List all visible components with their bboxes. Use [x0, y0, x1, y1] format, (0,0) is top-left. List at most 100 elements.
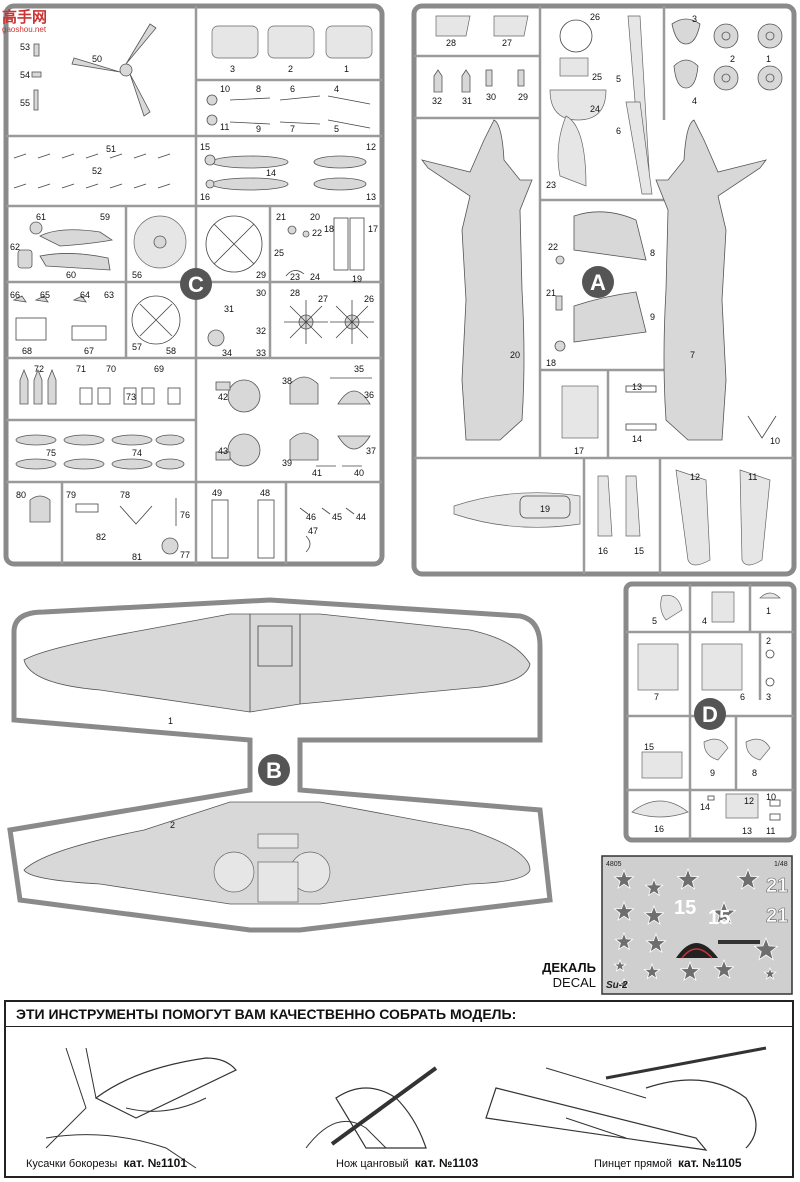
d-num: 10 [766, 792, 776, 802]
c-num: 45 [332, 512, 342, 522]
c-num: 5 [334, 124, 339, 134]
c-num: 2 [288, 64, 293, 74]
c-num: 62 [10, 242, 20, 252]
c-num: 67 [84, 346, 94, 356]
decal-star [613, 868, 635, 890]
tool-catalog: кат. №1103 [414, 1156, 479, 1170]
a-num: 23 [546, 180, 556, 190]
c-num: 68 [22, 346, 32, 356]
d-num: 16 [654, 824, 664, 834]
a-num: 4 [692, 96, 697, 106]
c-num: 17 [368, 224, 378, 234]
c-num: 6 [290, 84, 295, 94]
side-cutters-illustration [45, 1047, 237, 1169]
c-num: 23 [290, 272, 300, 282]
c-num: 56 [132, 270, 142, 280]
a-num: 30 [486, 92, 496, 102]
decal-star [736, 867, 760, 890]
small-parts-69-73 [19, 368, 181, 405]
decal-number: 15 [708, 907, 730, 929]
craft-knife-illustration [305, 1066, 438, 1149]
c-num: 58 [166, 346, 176, 356]
c-num: 79 [66, 490, 76, 500]
tool-item-3: Пинцет прямой кат. №1105 [594, 1156, 742, 1170]
c-num: 40 [354, 468, 364, 478]
sprue-letter-b: B [258, 754, 290, 786]
svg-text:C: C [188, 272, 204, 297]
d-num: 6 [740, 692, 745, 702]
a-num: 17 [574, 446, 584, 456]
decal-number: 15 [674, 897, 696, 919]
decal-scale: 1/48 [774, 861, 788, 868]
a-num: 31 [462, 96, 472, 106]
c-num: 1 [344, 64, 349, 74]
decal-sheet: 4805 1/48 21 21 15 15 Su-2 [601, 855, 793, 995]
c-num: 3 [230, 64, 235, 74]
c-num: 53 [20, 42, 30, 52]
a-num: 20 [510, 350, 520, 360]
c-num: 30 [256, 288, 266, 298]
tool-catalog: кат. №1105 [678, 1156, 742, 1170]
decal-star [753, 936, 779, 961]
d-num: 7 [654, 692, 659, 702]
c-num: 49 [212, 488, 222, 498]
decal-label-en: DECAL [552, 975, 596, 990]
c-num: 73 [126, 392, 136, 402]
a-num: 29 [518, 92, 528, 102]
a-num: 18 [546, 358, 556, 368]
c-num: 28 [290, 288, 300, 298]
svg-text:D: D [702, 702, 718, 727]
tools-illustrations [45, 1046, 767, 1169]
c-num: 44 [356, 512, 366, 522]
sprue-a [411, 3, 797, 577]
watermark-text: 高手网 [2, 8, 48, 26]
c-num: 78 [120, 490, 130, 500]
decal-star [679, 960, 701, 982]
c-num: 48 [260, 488, 270, 498]
c-num: 31 [224, 304, 234, 314]
c-num: 15 [200, 142, 210, 152]
c-num: 4 [334, 84, 339, 94]
c-num: 75 [46, 448, 56, 458]
d-num: 3 [766, 692, 771, 702]
c-num: 66 [10, 290, 20, 300]
c-num: 47 [308, 526, 318, 536]
decal-code: 4805 [606, 861, 622, 868]
c-num: 12 [366, 142, 376, 152]
c-num: 57 [132, 342, 142, 352]
d-num: 1 [766, 606, 771, 616]
tools-heading: ЭТИ ИНСТРУМЕНТЫ ПОМОГУТ ВАМ КАЧЕСТВЕННО … [16, 1006, 517, 1022]
c-num: 20 [310, 212, 320, 222]
c-num: 25 [274, 248, 284, 258]
decal-star [645, 932, 667, 954]
decal-star [643, 962, 661, 980]
sprue-letter-a: A [582, 266, 614, 298]
a-num: 27 [502, 38, 512, 48]
c-num: 65 [40, 290, 50, 300]
sprue-b: 1 2 [7, 597, 553, 933]
c-num: 8 [256, 84, 261, 94]
d-num: 14 [700, 802, 710, 812]
a-num: 13 [632, 382, 642, 392]
tweezers-illustration [485, 1046, 767, 1151]
c-num: 18 [324, 224, 334, 234]
a-num: 1 [766, 54, 771, 64]
sprue-d: 5 4 1 2 3 7 6 15 9 8 14 12 10 13 11 16 [623, 581, 797, 843]
tools-panel: ЭТИ ИНСТРУМЕНТЫ ПОМОГУТ ВАМ КАЧЕСТВЕННО … [4, 1000, 794, 1178]
d-num: 2 [766, 636, 771, 646]
a-num: 14 [632, 434, 642, 444]
a-num: 3 [692, 14, 697, 24]
d-num: 4 [702, 616, 707, 626]
decal-number: 21 [766, 875, 788, 897]
tool-name: Кусачки бокорезы [26, 1158, 118, 1170]
a-num: 6 [616, 126, 621, 136]
tool-catalog: кат. №1101 [123, 1156, 188, 1170]
decal-star [643, 904, 665, 926]
a-num: 21 [546, 288, 556, 298]
c-num: 63 [104, 290, 114, 300]
c-num: 70 [106, 364, 116, 374]
tool-item-1: Кусачки бокорезы кат. №1101 [26, 1156, 187, 1170]
c-num: 71 [76, 364, 86, 374]
c-num: 64 [80, 290, 90, 300]
c-num: 16 [200, 192, 210, 202]
